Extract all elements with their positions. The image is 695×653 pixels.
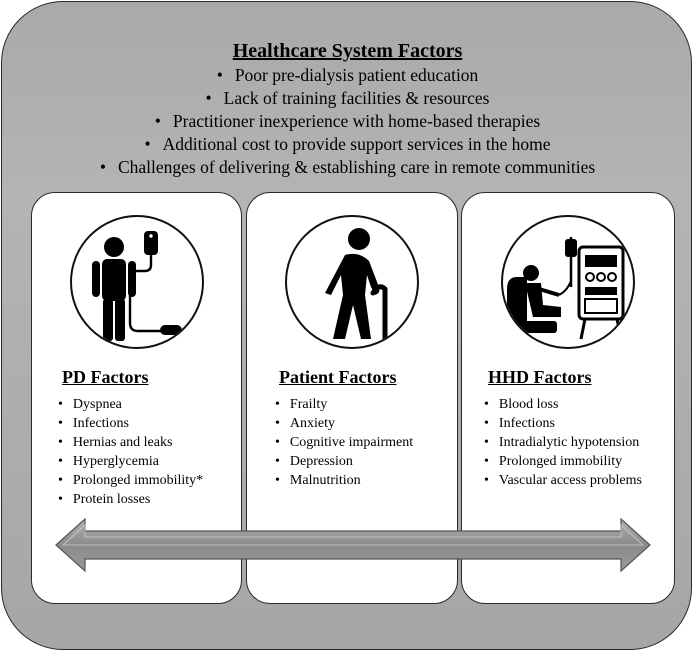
hhd-factors-list: Blood loss Infections Intradialytic hypo… xyxy=(484,395,642,490)
list-item: Malnutrition xyxy=(275,471,413,490)
system-factor-item: Additional cost to provide support servi… xyxy=(0,133,695,156)
icon-circle xyxy=(501,215,635,349)
list-item: Intradialytic hypotension xyxy=(484,433,642,452)
list-item: Prolonged immobility* xyxy=(58,471,203,490)
list-item: Hernias and leaks xyxy=(58,433,203,452)
list-item: Vascular access problems xyxy=(484,471,642,490)
icon-circle xyxy=(69,215,204,349)
list-item: Infections xyxy=(484,414,642,433)
patient-factors-title: Patient Factors xyxy=(279,367,397,387)
double-arrow-icon xyxy=(55,518,651,572)
list-item: Protein losses xyxy=(58,490,203,509)
list-item: Frailty xyxy=(275,395,413,414)
hhd-factors-title: HHD Factors xyxy=(488,367,592,387)
elderly-person-icon xyxy=(325,228,388,344)
list-item: Infections xyxy=(58,414,203,433)
list-item: Anxiety xyxy=(275,414,413,433)
patient-factors-list: Frailty Anxiety Cognitive impairment Dep… xyxy=(275,395,413,490)
system-factor-item: Challenges of delivering & establishing … xyxy=(0,156,695,179)
pd-factors-title: PD Factors xyxy=(62,367,149,387)
system-factor-item: Poor pre-dialysis patient education xyxy=(0,64,695,87)
list-item: Blood loss xyxy=(484,395,642,414)
list-item: Prolonged immobility xyxy=(484,452,642,471)
list-item: Depression xyxy=(275,452,413,471)
list-item: Dyspnea xyxy=(58,395,203,414)
peritoneal-dialysis-icon xyxy=(91,231,182,341)
list-item: Cognitive impairment xyxy=(275,433,413,452)
hemodialysis-machine-icon xyxy=(507,237,625,340)
system-factors-title: Healthcare System Factors xyxy=(232,40,463,62)
system-factors-list: Poor pre-dialysis patient education Lack… xyxy=(0,64,695,179)
icon-circle xyxy=(285,215,419,349)
system-factor-item: Practitioner inexperience with home-base… xyxy=(0,110,695,133)
pd-factors-list: Dyspnea Infections Hernias and leaks Hyp… xyxy=(58,395,203,509)
list-item: Hyperglycemia xyxy=(58,452,203,471)
system-factor-item: Lack of training facilities & resources xyxy=(0,87,695,110)
